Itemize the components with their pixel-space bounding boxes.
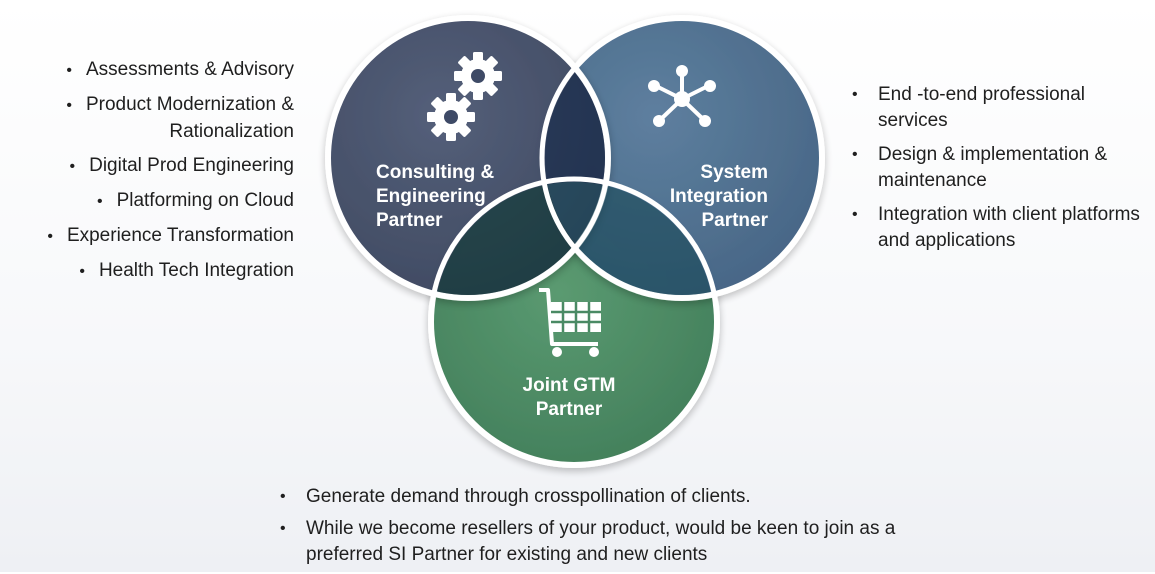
- list-item: •Design & implementation & maintenance: [852, 144, 1108, 191]
- joint-gtm-list: •Generate demand through crosspollinatio…: [278, 484, 898, 574]
- consulting-label: Consulting & Engineering Partner: [376, 162, 495, 231]
- bullet-icon: •: [280, 520, 286, 537]
- consulting-services-list: •Assessments & Advisory •Product Moderni…: [0, 57, 296, 293]
- bullet-icon: •: [852, 86, 858, 103]
- list-item: •End -to-end professional services: [852, 84, 1086, 131]
- bullet-icon: •: [66, 97, 72, 114]
- list-item: •Generate demand through crosspollinatio…: [278, 484, 898, 510]
- list-item: •Product Modernization & Rationalization: [66, 94, 294, 142]
- gears-icon: [427, 52, 502, 141]
- bullet-icon: •: [280, 488, 286, 505]
- network-hub-icon: [648, 65, 716, 127]
- system-integration-list: •End -to-end professional services •Desi…: [850, 82, 1150, 262]
- bullet-icon: •: [96, 193, 103, 210]
- bullet-icon: •: [69, 158, 76, 175]
- shopping-cart-icon: [539, 288, 601, 357]
- bullet-icon: •: [852, 206, 858, 223]
- joint-gtm-label: Joint GTM Partner: [522, 375, 616, 420]
- bullet-icon: •: [852, 146, 858, 163]
- overlap-regions: [434, 21, 714, 295]
- list-item: •Assessments & Advisory: [66, 59, 294, 80]
- system-integration-label: System Integration Partner: [669, 162, 768, 231]
- list-item: •Experience Transformation: [47, 225, 294, 246]
- list-item: •Integration with client platforms and a…: [852, 204, 1140, 251]
- list-item: •Digital Prod Engineering: [69, 155, 294, 176]
- list-item: •Platforming on Cloud: [96, 190, 294, 211]
- list-item: •While we become resellers of your produ…: [280, 518, 896, 565]
- bullet-icon: •: [47, 228, 53, 245]
- bullet-icon: •: [66, 62, 72, 79]
- list-item: •Health Tech Integration: [79, 260, 294, 281]
- bullet-icon: •: [79, 263, 85, 280]
